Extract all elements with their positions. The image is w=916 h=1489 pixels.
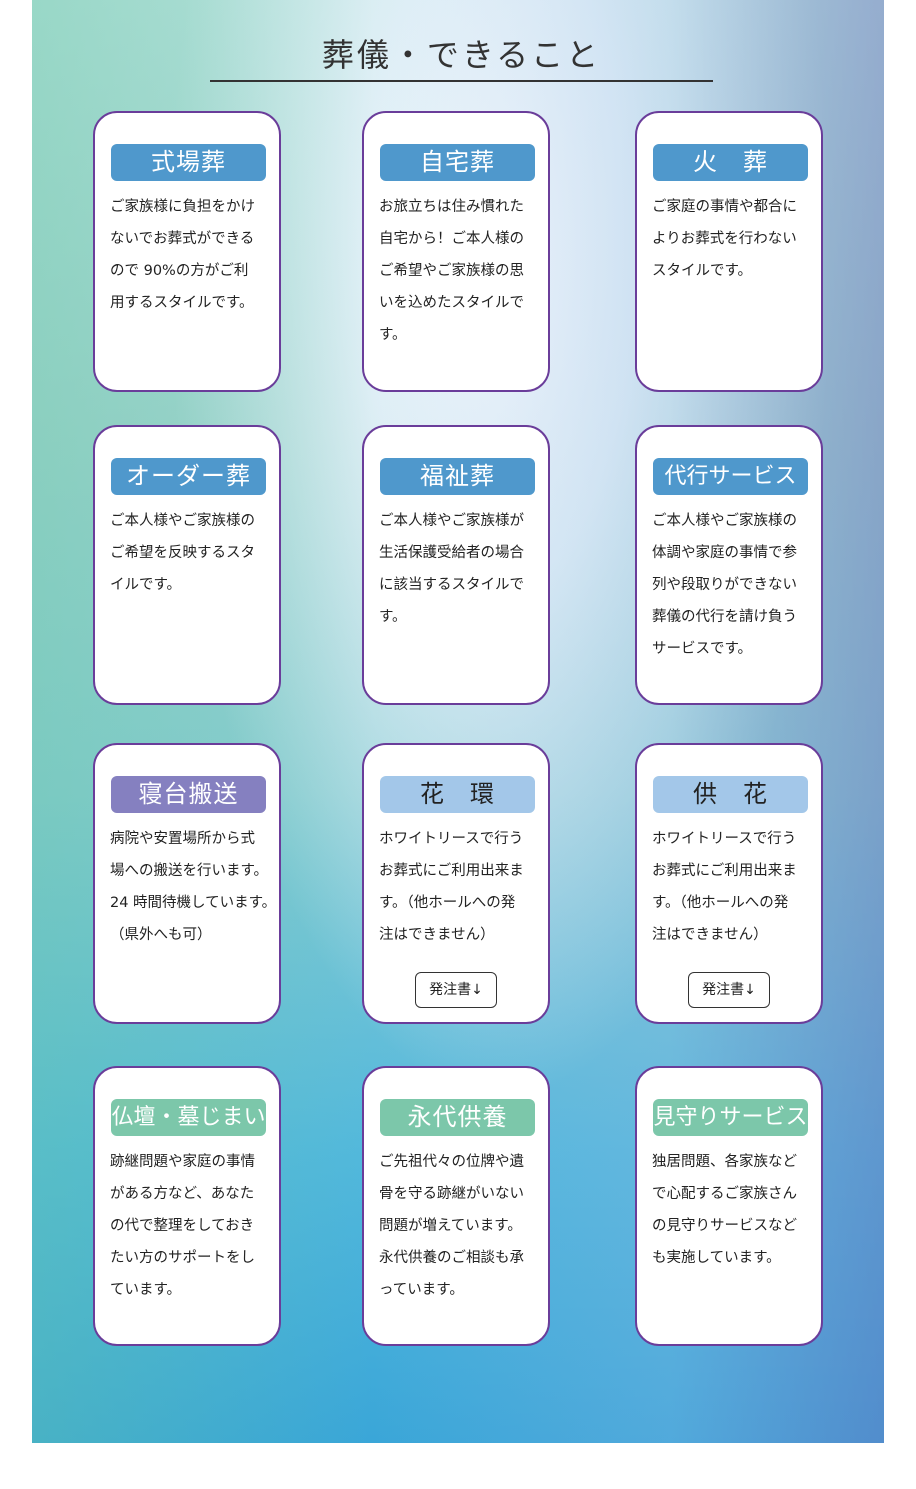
description-line: 場への搬送を行います。: [110, 863, 269, 879]
description-line: ご家庭の事情や都合に: [652, 199, 797, 215]
service-card-title: 式場葬: [111, 144, 266, 181]
description-line: ご希望やご家族様の思: [379, 263, 524, 279]
order-form-button[interactable]: 発注書↓: [415, 972, 497, 1008]
service-card-title: 自宅葬: [380, 144, 535, 181]
service-card-title: 供 花: [653, 776, 808, 813]
service-card-description: お旅立ちは住み慣れた自宅から！ご本人様のご希望やご家族様の思いを込めたスタイルで…: [379, 191, 549, 351]
description-line: いを込めたスタイルで: [379, 295, 524, 311]
page-title: 葬儀・できること: [321, 36, 602, 74]
service-card-description: ご本人様やご家族様のご希望を反映するスタイルです。: [110, 505, 280, 601]
description-line: よりお葬式を行わない: [652, 231, 797, 247]
service-card-title: 永代供養: [380, 1099, 535, 1136]
description-line: す。: [379, 327, 407, 343]
description-line: ご本人様やご家族様が: [379, 513, 524, 529]
description-line: の代で整理をしておき: [110, 1218, 255, 1234]
service-card-description: 病院や安置場所から式場への搬送を行います。 24 時間待機しています。 （県外へも可…: [110, 823, 280, 951]
service-card-description: ご先祖代々の位牌や遺骨を守る跡継がいない問題が増えています。永代供養のご相談も承…: [379, 1146, 549, 1306]
service-card-title: 見守りサービス: [653, 1099, 808, 1136]
service-card: 福祉葬ご本人様やご家族様が生活保護受給者の場合に該当するスタイルです。: [362, 425, 550, 705]
service-card-description: ご本人様やご家族様が生活保護受給者の場合に該当するスタイルです。: [379, 505, 549, 633]
description-line: 葬儀の代行を請け負う: [652, 609, 797, 625]
service-card: 式場葬ご家族様に負担をかけないでお葬式ができるので 90%の方がご利用するスタイ…: [93, 111, 281, 392]
description-line: 24 時間待機しています。: [110, 895, 277, 911]
description-line: 用するスタイルです。: [110, 295, 254, 311]
service-card: 代行サービスご本人様やご家族様の体調や家庭の事情で参列や段取りができない葬儀の代…: [635, 425, 823, 705]
description-line: 病院や安置場所から式: [110, 831, 255, 847]
service-card-title: 代行サービス: [653, 458, 808, 495]
service-card-description: ホワイトリースで行うお葬式にご利用出来ます。（他ホールへの発注はできません）: [379, 823, 549, 951]
description-line: 骨を守る跡継がいない: [379, 1186, 524, 1202]
service-card-title: オーダー葬: [111, 458, 266, 495]
title-underline: [210, 80, 713, 82]
description-line: 生活保護受給者の場合: [379, 545, 524, 561]
service-card: 仏壇・墓じまい跡継問題や家庭の事情がある方など、あなたの代で整理をしておきたい方…: [93, 1066, 281, 1346]
description-line: ないでお葬式ができる: [110, 231, 255, 247]
service-card-description: ご本人様やご家族様の体調や家庭の事情で参列や段取りができない葬儀の代行を請け負う…: [652, 505, 822, 665]
service-card: 寝台搬送病院や安置場所から式場への搬送を行います。 24 時間待機しています。 （県…: [93, 743, 281, 1024]
service-card: 供 花ホワイトリースで行うお葬式にご利用出来ます。（他ホールへの発注はできません…: [635, 743, 823, 1024]
service-card-description: ご家族様に負担をかけないでお葬式ができるので 90%の方がご利用するスタイルです…: [110, 191, 280, 319]
service-card-description: 独居問題、各家族などで心配するご家族さんの見守りサービスなども実施しています。: [652, 1146, 822, 1274]
description-line: 自宅から！ご本人様の: [379, 231, 524, 247]
description-line: お旅立ちは住み慣れた: [379, 199, 524, 215]
description-line: お葬式にご利用出来ま: [379, 863, 524, 879]
description-line: ご本人様やご家族様の: [110, 513, 255, 529]
description-line: に該当するスタイルで: [379, 577, 524, 593]
description-line: す。（他ホールへの発: [652, 895, 789, 911]
description-line: 永代供養のご相談も承: [379, 1250, 524, 1266]
description-line: ご家族様に負担をかけ: [110, 199, 255, 215]
service-card: 見守りサービス独居問題、各家族などで心配するご家族さんの見守りサービスなども実施…: [635, 1066, 823, 1346]
description-line: も実施しています。: [652, 1250, 781, 1266]
service-card-description: ホワイトリースで行うお葬式にご利用出来ます。（他ホールへの発注はできません）: [652, 823, 822, 951]
description-line: 問題が増えています。: [379, 1218, 522, 1234]
service-card: オーダー葬ご本人様やご家族様のご希望を反映するスタイルです。: [93, 425, 281, 705]
description-line: たい方のサポートをし: [110, 1250, 255, 1266]
description-line: ホワイトリースで行う: [652, 831, 797, 847]
order-form-button[interactable]: 発注書↓: [688, 972, 770, 1008]
service-card-description: ご家庭の事情や都合によりお葬式を行わないスタイルです。: [652, 191, 822, 287]
service-card: 自宅葬お旅立ちは住み慣れた自宅から！ご本人様のご希望やご家族様の思いを込めたスタ…: [362, 111, 550, 392]
service-card: 花 環ホワイトリースで行うお葬式にご利用出来ます。（他ホールへの発注はできません…: [362, 743, 550, 1024]
description-line: ホワイトリースで行う: [379, 831, 524, 847]
description-line: ています。: [110, 1282, 182, 1298]
service-card-title: 寝台搬送: [111, 776, 266, 813]
description-line: 列や段取りができない: [652, 577, 797, 593]
description-line: がある方など、あなた: [110, 1186, 255, 1202]
description-line: スタイルです。: [652, 263, 753, 279]
description-line: ご希望を反映するスタ: [110, 545, 255, 561]
description-line: 注はできません）: [379, 927, 495, 943]
description-line: す。: [379, 609, 407, 625]
description-line: ので 90%の方がご利: [110, 263, 249, 279]
description-line: （県外へも可）: [110, 927, 212, 943]
description-line: ご先祖代々の位牌や遺: [379, 1154, 524, 1170]
description-line: っています。: [379, 1282, 464, 1298]
description-line: の見守りサービスなど: [652, 1218, 797, 1234]
service-card-title: 花 環: [380, 776, 535, 813]
service-card-title: 福祉葬: [380, 458, 535, 495]
service-card-description: 跡継問題や家庭の事情がある方など、あなたの代で整理をしておきたい方のサポートをし…: [110, 1146, 280, 1306]
service-card-title: 火 葬: [653, 144, 808, 181]
description-line: 注はできません）: [652, 927, 768, 943]
description-line: ご本人様やご家族様の: [652, 513, 797, 529]
description-line: す。（他ホールへの発: [379, 895, 516, 911]
service-card: 火 葬ご家庭の事情や都合によりお葬式を行わないスタイルです。: [635, 111, 823, 392]
service-card: 永代供養ご先祖代々の位牌や遺骨を守る跡継がいない問題が増えています。永代供養のご…: [362, 1066, 550, 1346]
description-line: お葬式にご利用出来ま: [652, 863, 797, 879]
service-card-title: 仏壇・墓じまい: [111, 1099, 266, 1136]
description-line: イルです。: [110, 577, 182, 593]
description-line: サービスです。: [652, 641, 753, 657]
description-line: 跡継問題や家庭の事情: [110, 1154, 255, 1170]
description-line: で心配するご家族さん: [652, 1186, 797, 1202]
description-line: 独居問題、各家族など: [652, 1154, 797, 1170]
description-line: 体調や家庭の事情で参: [652, 545, 797, 561]
